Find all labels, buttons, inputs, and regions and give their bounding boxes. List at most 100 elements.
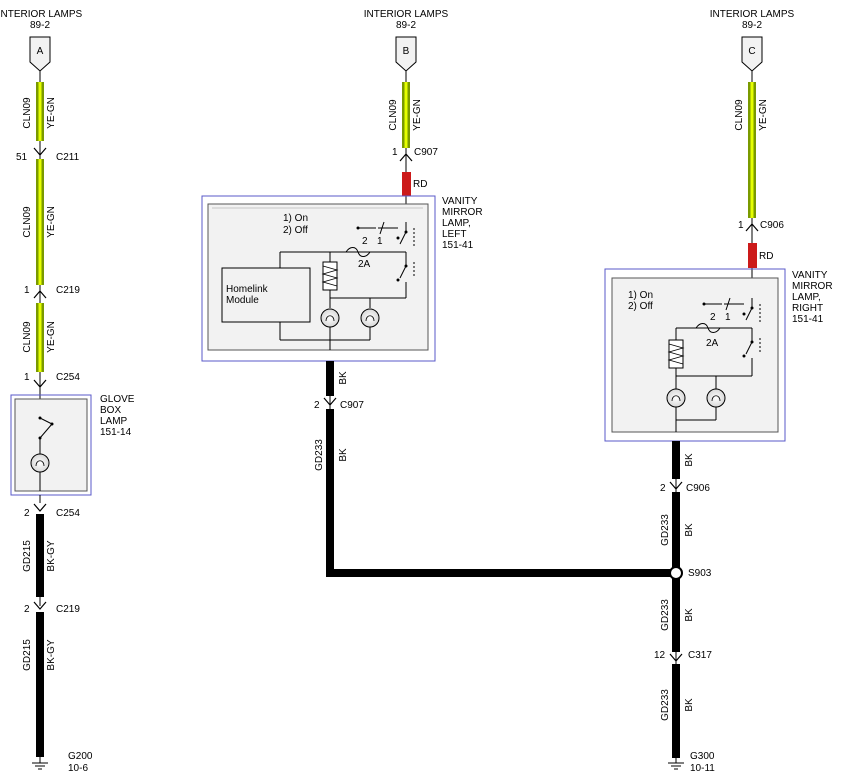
vanity-right-ref: 151-41 (792, 314, 824, 325)
wire-c4-color: BK (684, 698, 695, 712)
connector-c254-bottom-name: C254 (56, 508, 80, 519)
vanity-mirror-lamp-right (604, 268, 786, 442)
connector-c906-top-pin: 1 (738, 220, 744, 231)
connector-c906-bottom-name: C906 (686, 483, 710, 494)
glove-box-line3: LAMP (100, 416, 128, 427)
connector-c317-pin: 12 (654, 650, 666, 661)
vanity-left-line3: LAMP, (442, 218, 471, 229)
source-a-letter: A (37, 46, 44, 57)
wire-b2 (326, 409, 334, 577)
wire-a4 (36, 514, 44, 597)
splice-s903 (669, 566, 683, 580)
connector-c219-top: 1 C219 (24, 285, 80, 303)
glove-box-lamp (10, 394, 92, 496)
source-b: INTERIOR LAMPS 89-2 B (364, 9, 449, 72)
wire-a3-color: YE-GN (46, 321, 57, 353)
connector-c906-top-name: C906 (760, 220, 784, 231)
source-a: INTERIOR LAMPS 89-2 A (0, 9, 83, 72)
connector-c254-top: 1 C254 (24, 372, 80, 388)
wire-c4 (672, 664, 680, 758)
wire-c3-circuit: GD233 (660, 599, 671, 631)
source-b-arrow-icon (395, 36, 417, 72)
wire-c3-color: BK (684, 608, 695, 622)
wire-b1-color: YE-GN (412, 99, 423, 131)
vanity-right-line3: LAMP, (792, 292, 821, 303)
wire-b-rd (402, 172, 411, 196)
homelink-line1: Homelink (226, 284, 269, 295)
wire-c1-circuit: CLN09 (734, 99, 745, 131)
wire-b2-color: BK (338, 448, 349, 462)
wire-a-ground-segments (32, 495, 48, 770)
wire-a5 (36, 612, 44, 757)
source-a-title: INTERIOR LAMPS (0, 9, 83, 20)
wire-c-bk (672, 441, 680, 479)
vanity-right-line1: VANITY (792, 270, 828, 281)
source-c: INTERIOR LAMPS 89-2 C (710, 9, 795, 72)
wire-a5-color: BK-GY (46, 639, 57, 670)
bulb-left-1-icon (320, 308, 340, 328)
svg-text:C211: C211 (56, 152, 80, 163)
splice-s903-name: S903 (688, 568, 712, 579)
svg-text:51: 51 (16, 152, 28, 163)
vanity-left-pin1: 1 (377, 236, 383, 247)
vanity-right-fuse: 2A (706, 338, 719, 349)
vanity-left-ref: 151-41 (442, 240, 474, 251)
wire-a5-circuit: GD215 (22, 639, 33, 671)
glove-box-ref: 151-14 (100, 427, 132, 438)
connector-c906-bottom-pin: 2 (660, 483, 666, 494)
wire-b-segments (399, 71, 413, 222)
ground-g200-name: G200 (68, 751, 93, 762)
vanity-left-fuse: 2A (358, 259, 371, 270)
source-b-title: INTERIOR LAMPS (364, 9, 449, 20)
homelink-line2: Module (226, 295, 259, 306)
source-b-ref: 89-2 (396, 20, 416, 31)
connector-c907-top-pin: 1 (392, 147, 398, 158)
vanity-left-opt-on: 1) On (283, 213, 308, 224)
vanity-right-pin2: 2 (710, 312, 716, 323)
connector-c219-bottom-pin: 2 (24, 604, 30, 615)
wire-c-rd (748, 243, 757, 268)
connector-c211: 51 C211 (16, 141, 80, 163)
svg-text:C219: C219 (56, 285, 80, 296)
connector-c254-bottom-pin: 2 (24, 508, 30, 519)
wire-c2-color: BK (684, 523, 695, 537)
ground-g200-ref: 10-6 (68, 763, 88, 774)
vanity-right-opt-off: 2) Off (628, 301, 653, 312)
vanity-right-pin1: 1 (725, 312, 731, 323)
wire-c-bk-label: BK (684, 453, 695, 467)
vanity-right-opt-on: 1) On (628, 290, 653, 301)
homelink-module (221, 267, 311, 323)
bulb-right-1-icon (666, 388, 686, 408)
source-c-letter: C (748, 46, 755, 57)
svg-text:1: 1 (24, 285, 30, 296)
vanity-left-line1: VANITY (442, 196, 478, 207)
wire-a3-circuit: CLN09 (22, 321, 33, 353)
wire-b-bk (326, 361, 334, 396)
wire-c-ground-segments (668, 441, 684, 770)
bulb-right-2-icon (706, 388, 726, 408)
vanity-right-line4: RIGHT (792, 303, 823, 314)
connector-c907-top-name: C907 (414, 147, 438, 158)
vanity-mirror-lamp-left (201, 195, 436, 362)
vanity-left-line2: MIRROR (442, 207, 483, 218)
wire-b1-circuit: CLN09 (388, 99, 399, 131)
bulb-icon (30, 453, 50, 473)
wire-b2-circuit: GD233 (314, 439, 325, 471)
wire-c2-circuit: GD233 (660, 514, 671, 546)
wire-a2-circuit: CLN09 (22, 206, 33, 238)
source-c-title: INTERIOR LAMPS (710, 9, 795, 20)
ground-g300-ref: 10-11 (690, 763, 715, 774)
wire-a1-color: YE-GN (46, 97, 57, 129)
vanity-right-line2: MIRROR (792, 281, 833, 292)
wire-c-segments (745, 71, 759, 298)
wire-a-segments (36, 71, 44, 418)
wire-c1-color: YE-GN (758, 99, 769, 131)
vanity-left-line4: LEFT (442, 229, 466, 240)
wire-b-bk-label: BK (338, 371, 349, 385)
connector-c907-bottom-pin: 2 (314, 400, 320, 411)
glove-box-line2: BOX (100, 405, 121, 416)
ground-g300-name: G300 (690, 751, 715, 762)
svg-text:1: 1 (24, 372, 30, 383)
connector-c219-bottom-name: C219 (56, 604, 80, 615)
